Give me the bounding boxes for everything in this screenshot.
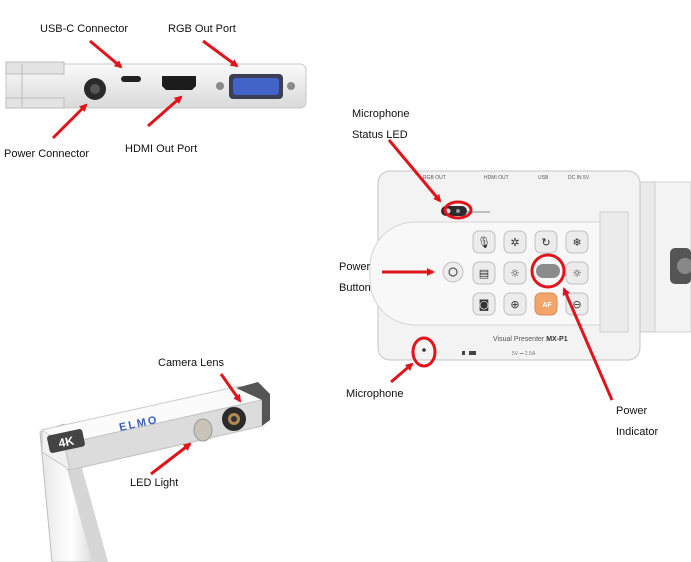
power-connector-arrow: [51, 103, 88, 140]
mic-key[interactable]: [472, 230, 496, 254]
hdmi-port: [162, 76, 196, 90]
svg-text:↻: ↻: [541, 236, 550, 249]
4k-badge-text: 4K: [57, 433, 75, 450]
brightness-down-key[interactable]: [503, 261, 527, 285]
label-camera-lens: Camera Lens: [158, 357, 225, 369]
capture-key[interactable]: [472, 292, 496, 316]
4k-badge: [47, 429, 85, 453]
mic-led-highlight: [443, 200, 473, 220]
camera-head-view: 4K ELMO: [39, 382, 270, 562]
label-usb-c-connector: USB-C Connector: [40, 23, 129, 35]
rotate-key[interactable]: [534, 230, 558, 254]
usb-c-port: [121, 76, 141, 82]
svg-text:⊕: ⊕: [510, 298, 519, 311]
svg-text:USB: USB: [538, 175, 549, 181]
label-hdmi-out-port: HDMI Out Port: [125, 143, 198, 155]
microphone-hole: [422, 348, 426, 352]
model-text: Visual Presenter MX-P1: [493, 336, 568, 343]
af-key-label: AF: [542, 302, 552, 309]
power-indicator-arrow: [562, 287, 614, 401]
mic-led-arrow: [387, 139, 442, 203]
usb-c-arrow: [89, 39, 123, 69]
svg-text:☼: ☼: [572, 267, 582, 280]
microphone-arrow: [390, 362, 414, 384]
power-indicator-highlight: [530, 253, 566, 289]
freeze-key[interactable]: [565, 230, 589, 254]
svg-text:❄: ❄: [572, 236, 581, 249]
svg-text:🎙: 🎙: [477, 236, 491, 249]
svg-text:☼: ☼: [510, 267, 520, 280]
camera-lens-arrow: [219, 373, 242, 403]
svg-text:✲: ✲: [510, 236, 519, 249]
zoom-in-key[interactable]: [503, 292, 527, 316]
svg-text:◙: ◙: [479, 298, 490, 311]
label-led-light: LED Light: [130, 477, 179, 489]
power-indicator: [536, 264, 560, 278]
af-key[interactable]: [534, 292, 558, 316]
svg-text:HDMI OUT: HDMI OUT: [484, 175, 509, 181]
top-view: RGB OUT HDMI OUT USB DC IN 5V: [369, 170, 691, 361]
svg-text:5V ⎓ 2.5A: 5V ⎓ 2.5A: [512, 351, 536, 357]
label-power-indicator: Power Indicator: [616, 405, 659, 438]
rgb-arrow: [202, 39, 239, 68]
svg-text:⊖: ⊖: [572, 298, 581, 311]
power-button[interactable]: [442, 261, 464, 283]
led-light-arrow: [150, 442, 192, 476]
side-ports-view: [5, 61, 307, 109]
label-power-button: Power Button: [339, 261, 371, 294]
label-rgb-out-port: RGB Out Port: [168, 23, 236, 35]
svg-text:RGB OUT: RGB OUT: [423, 175, 446, 181]
label-power-connector: Power Connector: [4, 148, 89, 160]
label-microphone: Microphone: [346, 388, 404, 400]
mode-key[interactable]: [472, 261, 496, 285]
svg-text:▤: ▤: [479, 267, 489, 280]
led-light: [193, 418, 213, 442]
led-key[interactable]: [503, 230, 527, 254]
label-mic-status-led: Microphone Status LED: [352, 108, 410, 141]
svg-text:DC IN 5V: DC IN 5V: [568, 175, 590, 181]
brightness-up-key[interactable]: [565, 261, 589, 285]
microphone-highlight: [411, 336, 437, 368]
hdmi-arrow: [147, 95, 183, 128]
